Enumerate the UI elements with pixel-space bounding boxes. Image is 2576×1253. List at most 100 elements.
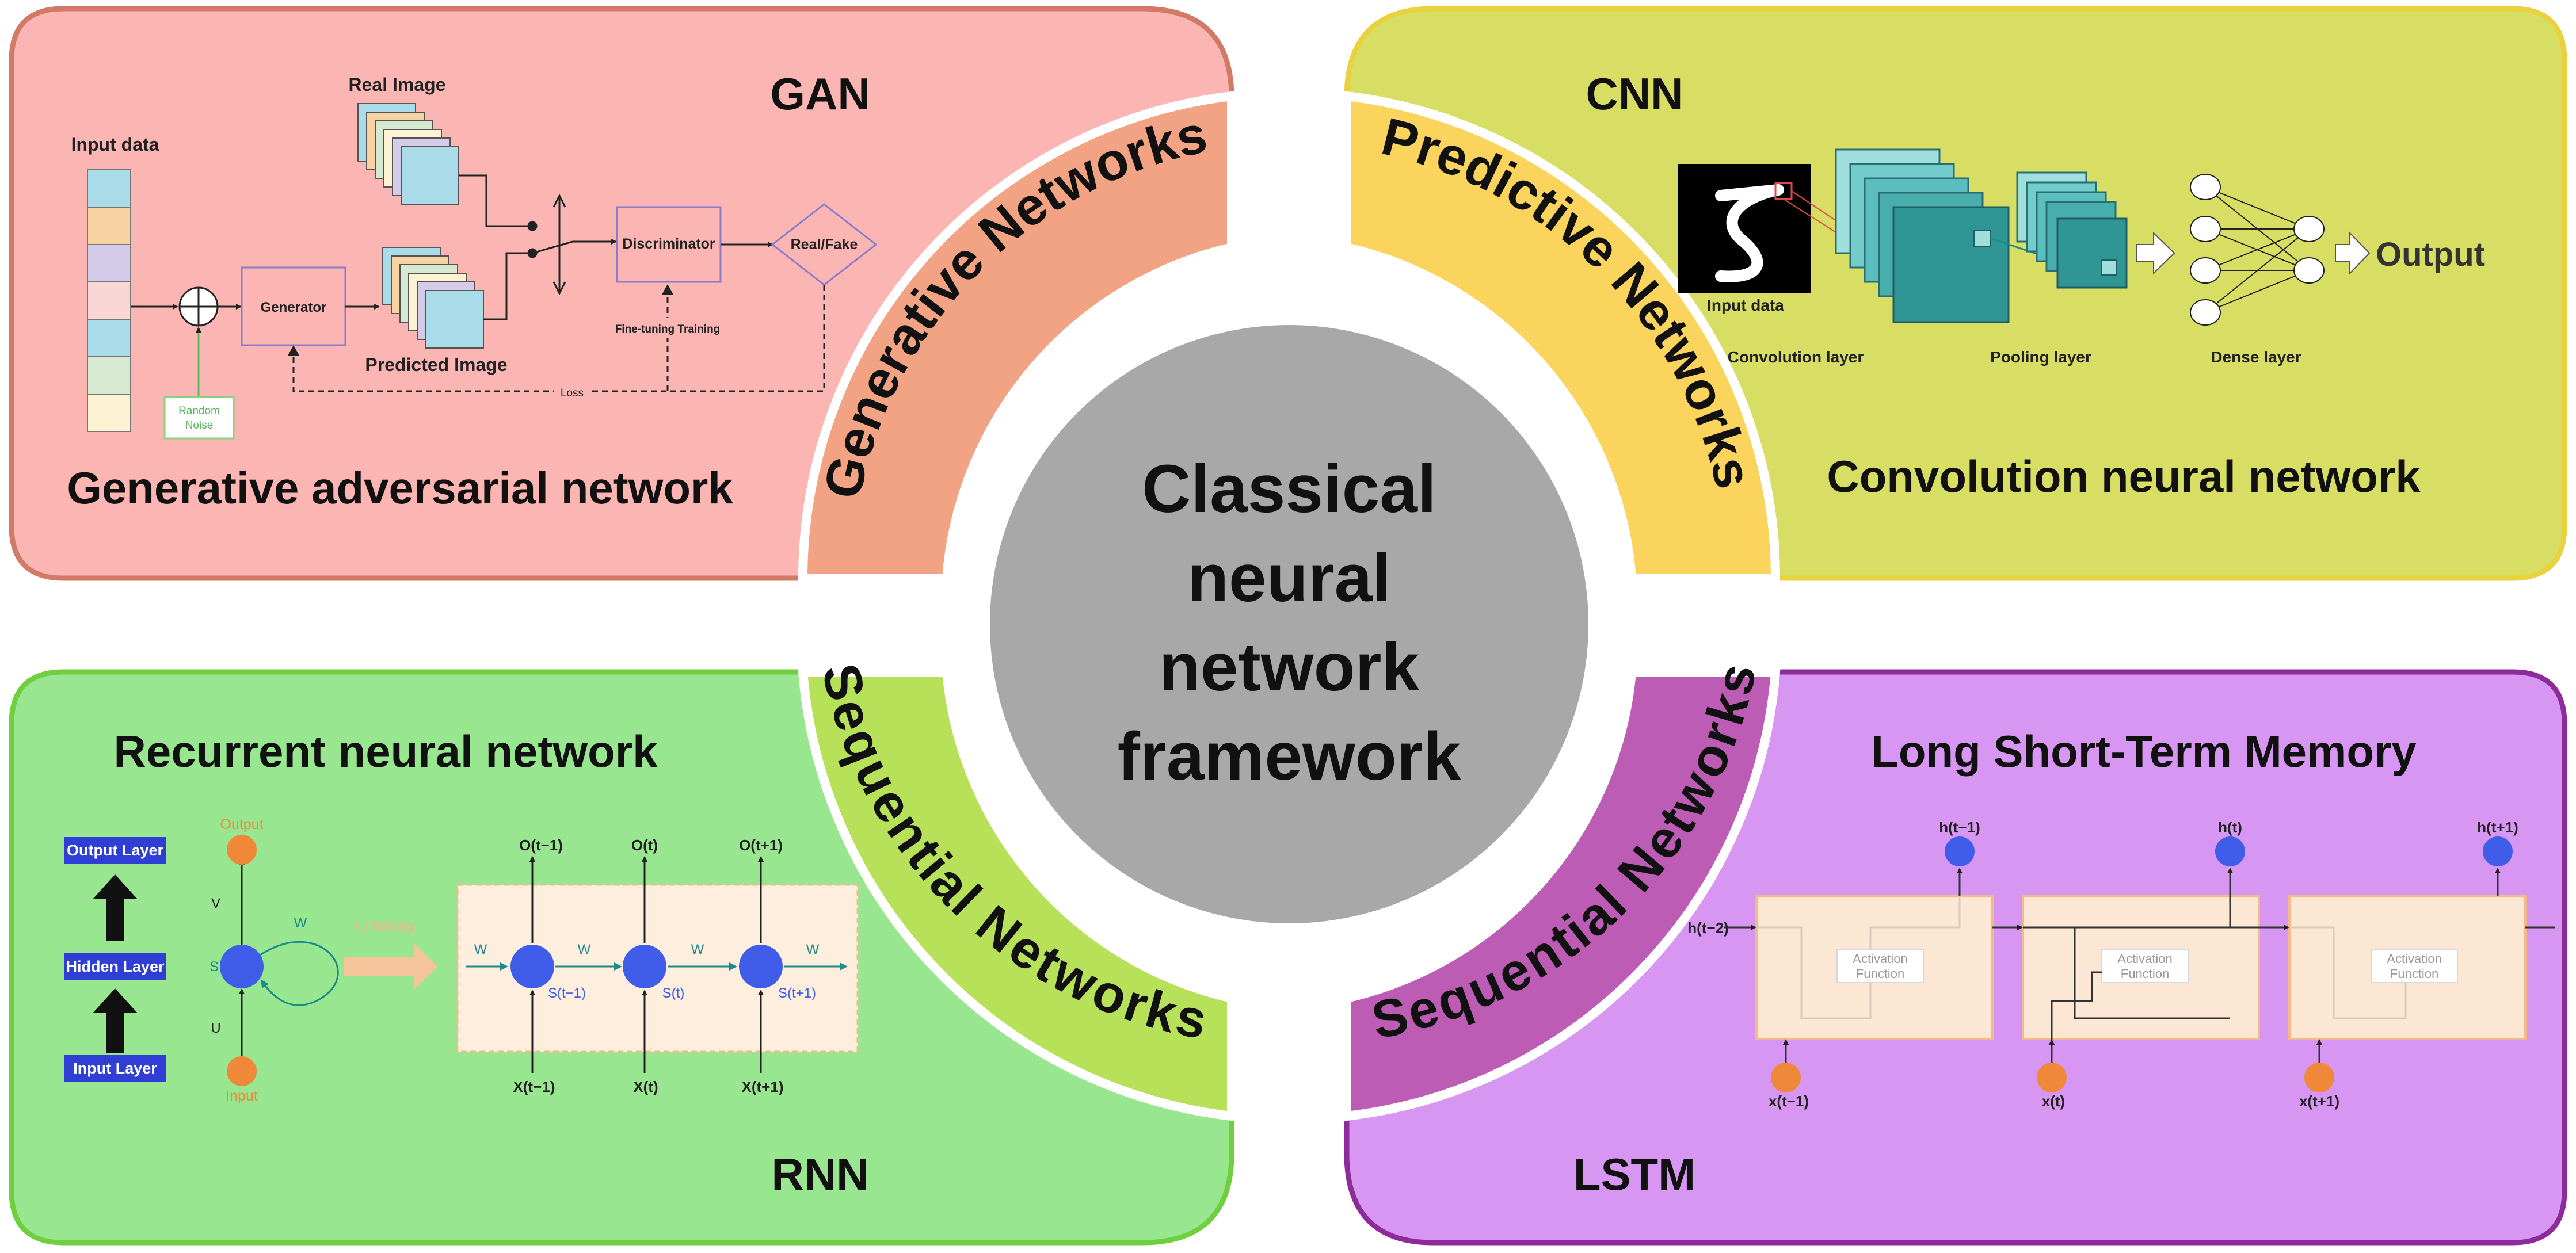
activation-label-2: Function	[2121, 967, 2169, 981]
activation-label-2: Function	[1856, 967, 1904, 981]
gan-title: Generative adversarial network	[67, 463, 733, 513]
hidden-output-node	[2483, 836, 2513, 866]
s-t-label: S(t)	[662, 985, 685, 1001]
real-fake-label: Real/Fake	[791, 236, 858, 253]
activation-function-box	[1836, 949, 1924, 983]
predictive-band	[1342, 90, 1781, 583]
u-label: U	[211, 1021, 220, 1036]
hidden-state-node	[739, 945, 783, 988]
gan-input-data-label: Input data	[71, 134, 159, 155]
hidden-state-node	[510, 945, 554, 988]
input-layer-box	[64, 1055, 166, 1082]
conv-layer-stack	[1835, 148, 2010, 323]
gan-abbr: GAN	[770, 68, 870, 119]
h-t-label: h(t)	[2218, 819, 2242, 836]
up-arrow-icon	[93, 874, 137, 941]
predicted-image-label: Predicted Image	[365, 354, 507, 375]
input-node	[2304, 1063, 2334, 1092]
generator-label: Generator	[261, 300, 327, 315]
activation-label-1: Activation	[1853, 952, 1907, 966]
center-circle	[990, 325, 1588, 923]
activation-label-1: Activation	[2117, 952, 2172, 966]
cnn-title: Convolution neural network	[1827, 451, 2421, 502]
x-t-lstm-label: x(t)	[2042, 1092, 2065, 1110]
input-node	[2037, 1063, 2067, 1092]
x-tm1-label: X(t−1)	[513, 1078, 555, 1095]
unfolding-arrow-icon	[344, 943, 437, 990]
rnn-abbr: RNN	[772, 1149, 869, 1199]
real-image-label: Real Image	[349, 74, 446, 95]
hidden-output-node	[1945, 836, 1975, 866]
s-tp1-label: S(t+1)	[778, 985, 816, 1001]
real-image-stack	[357, 103, 459, 205]
activation-label-2: Function	[2390, 967, 2438, 981]
x-t-label: X(t)	[633, 1078, 658, 1095]
sum-node-icon	[178, 286, 219, 327]
rnn-input-label: Input	[226, 1088, 258, 1104]
h-tm2-label: h(t−2)	[1687, 919, 1729, 937]
o-tm1-label: O(t−1)	[519, 836, 563, 854]
center-title-line-4: framework	[1118, 719, 1461, 794]
x-tp1-label: X(t+1)	[742, 1078, 784, 1095]
output-arrow-icon	[2335, 231, 2371, 275]
generative-band	[798, 90, 1236, 583]
sequential-band-left	[798, 667, 1236, 1121]
rnn-title: Recurrent neural network	[114, 726, 658, 777]
h-tm1-label: h(t−1)	[1939, 819, 1980, 836]
conv-layer-label: Convolution layer	[1728, 348, 1864, 366]
w-label: W	[806, 942, 820, 957]
dense-layer-label: Dense layer	[2211, 348, 2301, 366]
w-label: W	[578, 942, 591, 957]
s-tm1-label: S(t−1)	[548, 985, 586, 1001]
o-t-label: O(t)	[631, 836, 658, 854]
hidden-state-node	[623, 945, 666, 988]
hidden-layer-box	[64, 953, 166, 980]
h-tp1-label: h(t+1)	[2477, 819, 2518, 836]
lstm-abbr: LSTM	[1573, 1149, 1695, 1199]
input-node	[1771, 1063, 1801, 1092]
gan-switch	[459, 174, 573, 320]
w-label: W	[691, 942, 704, 957]
unfolding-label: Unfolding	[355, 919, 413, 934]
pooling-layer-label: Pooling layer	[1990, 348, 2091, 366]
pooling-layer-stack	[2016, 171, 2128, 289]
predicted-image-stack	[382, 247, 484, 349]
discriminator-label: Discriminator	[622, 236, 715, 252]
w-label: W	[294, 915, 307, 931]
flatten-arrow-icon	[2136, 231, 2175, 275]
rnn-folded	[220, 835, 339, 1086]
cnn-abbr: CNN	[1586, 68, 1683, 119]
activation-function-box	[2101, 949, 2189, 983]
random-noise-label-1: Random	[178, 405, 220, 417]
random-noise-box	[163, 396, 235, 440]
cnn-output-label: Output	[2376, 236, 2485, 273]
w-label: W	[474, 942, 487, 957]
gan-input-vector	[87, 169, 131, 432]
center-title-line-3: network	[1159, 629, 1420, 705]
s-label: S	[209, 959, 219, 975]
up-arrow-icon	[93, 988, 137, 1053]
sequential-band-right	[1342, 667, 1781, 1121]
x-tm1-lstm-label: x(t−1)	[1769, 1092, 1809, 1110]
output-layer-label: Output Layer	[67, 842, 164, 859]
cnn-input-label: Input data	[1707, 296, 1784, 314]
rnn-output-label: Output	[220, 816, 263, 832]
o-tp1-label: O(t+1)	[739, 836, 783, 854]
fine-tuning-label: Fine-tuning Training	[615, 323, 721, 335]
hidden-output-node	[2215, 836, 2245, 866]
input-layer-label: Input Layer	[73, 1060, 157, 1077]
v-label: V	[211, 896, 220, 911]
digit-image-icon	[1678, 164, 1911, 293]
lstm-title: Long Short-Term Memory	[1871, 726, 2417, 777]
center-title-line-2: neural	[1187, 540, 1391, 616]
activation-label-1: Activation	[2387, 952, 2441, 966]
center-title-line-1: Classical	[1142, 451, 1436, 527]
loss-label: Loss	[561, 387, 584, 399]
dense-layer	[2190, 174, 2325, 326]
output-layer-box	[64, 837, 166, 864]
x-tp1-lstm-label: x(t+1)	[2299, 1092, 2339, 1110]
hidden-layer-label: Hidden Layer	[66, 958, 165, 975]
random-noise-label-2: Noise	[185, 419, 214, 431]
activation-function-box	[2371, 949, 2458, 983]
